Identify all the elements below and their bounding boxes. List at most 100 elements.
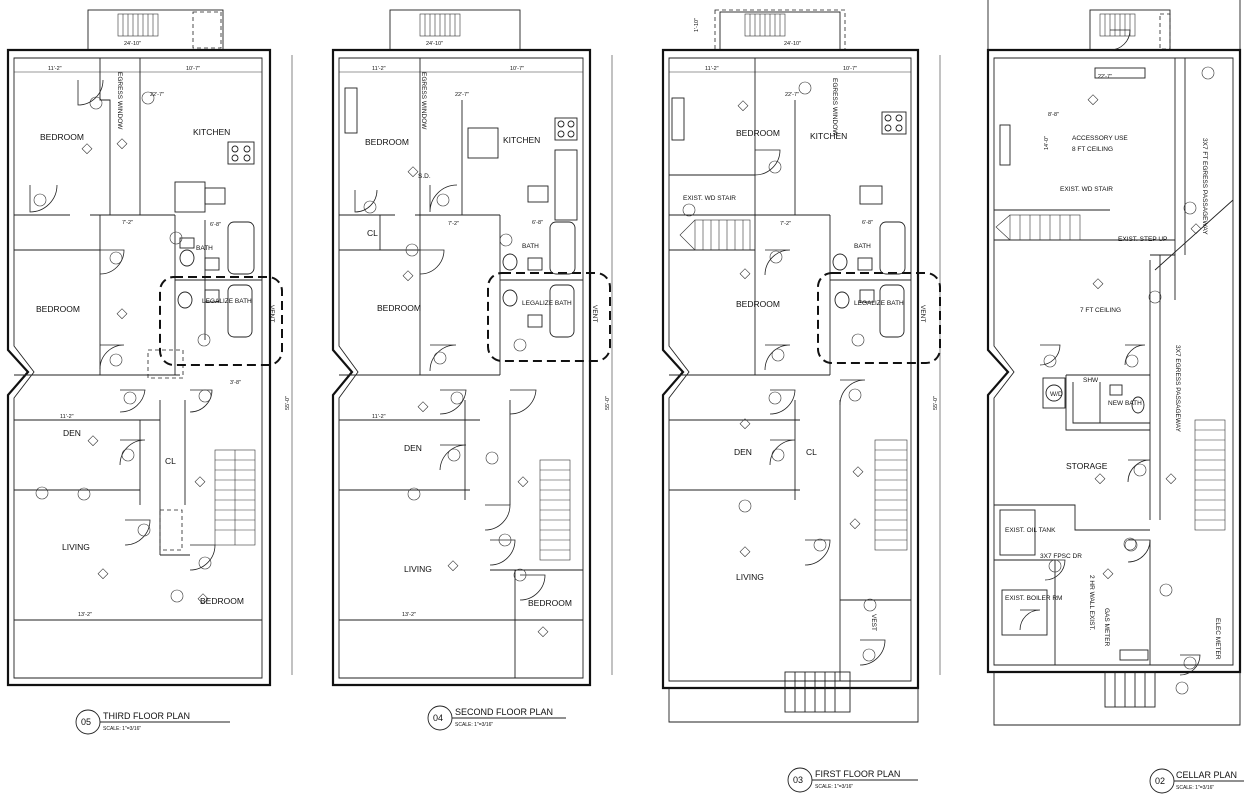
- bath-fixtures: [502, 221, 576, 338]
- room-ceiling-8: 8 FT CEILING: [1072, 146, 1113, 153]
- room-new-bath: NEW BATH: [1108, 400, 1142, 407]
- plan-title: THIRD FLOOR PLAN: [103, 711, 190, 721]
- legalize-bath-highlight: [487, 272, 611, 362]
- dim-bath-w: 6'-8": [210, 222, 221, 228]
- room-fpsc: 3X7 FPSC DR: [1040, 553, 1082, 560]
- exterior-wall: [6, 48, 272, 687]
- dim-top-b: 10'-7": [510, 66, 524, 72]
- vent-label: VENT: [268, 305, 275, 322]
- dim-hall: 7'-2": [780, 221, 791, 227]
- room-legalize-bath: LEGALIZE BATH: [202, 298, 252, 305]
- plan-number: 03: [793, 775, 803, 785]
- room-exist-stair: EXIST. WD STAIR: [683, 195, 736, 202]
- dim-kitchen-w: 22'-7": [785, 92, 799, 98]
- room-exist-step: EXIST. STEP UP: [1118, 236, 1167, 243]
- rear-deck: [87, 9, 224, 51]
- room-living: LIVING: [736, 572, 764, 582]
- front-areaway: [993, 671, 1241, 726]
- vent-label: VENT: [591, 305, 598, 322]
- room-den: DEN: [404, 443, 422, 453]
- dim-top: 22'-7": [1098, 74, 1112, 80]
- dim-top-a: 11'-2": [372, 66, 386, 72]
- exterior-wall: [331, 48, 592, 687]
- dim-bath-w: 6'-8": [532, 220, 543, 226]
- room-bedroom-mid: BEDROOM: [736, 299, 780, 309]
- plan-title: SECOND FLOOR PLAN: [455, 707, 553, 717]
- third-floor-plan: 24'-10" 11'-2" 10'-7" 22'-7" 55'-0": [6, 9, 293, 735]
- room-exist-stair: EXIST. WD STAIR: [1060, 186, 1113, 193]
- dim-rear-ext: 1'-10": [694, 18, 700, 32]
- main-stair: [539, 459, 571, 561]
- dim-overall: 55'-0": [605, 396, 611, 410]
- kitchen-fixtures: [671, 97, 907, 205]
- exist-stair: [679, 219, 751, 251]
- main-stair: [214, 449, 256, 546]
- plan-scale: SCALE: 1"=3/16": [103, 726, 141, 732]
- title-cellar: 02 CELLAR PLAN SCALE: 1"=3/16": [1149, 768, 1244, 794]
- room-elec-meter: ELEC METER: [1214, 618, 1221, 660]
- plan-scale: SCALE: 1"=3/16": [815, 784, 853, 790]
- plan-scale: SCALE: 1"=3/16": [1176, 785, 1214, 791]
- egress-window-label: EGRESS WINDOW: [420, 72, 427, 130]
- legalize-bath-highlight: [817, 272, 941, 364]
- dim-top-b: 10'-7": [843, 66, 857, 72]
- side-stair: [1194, 419, 1226, 531]
- room-living: LIVING: [404, 564, 432, 574]
- egress-window-label: EGRESS WINDOW: [831, 78, 838, 136]
- dim-overall: 55'-0": [933, 396, 939, 410]
- partitions: [14, 58, 262, 621]
- smoke-detectors: [402, 166, 549, 638]
- room-oil-tank: EXIST. OIL TANK: [1005, 527, 1056, 534]
- room-bedroom-front: BEDROOM: [200, 596, 244, 606]
- room-kitchen: KITCHEN: [193, 127, 230, 137]
- room-bedroom-rear: BEDROOM: [40, 132, 84, 142]
- dim-overall: 55'-0": [285, 396, 291, 410]
- room-storage: STORAGE: [1066, 461, 1108, 471]
- dim-hall: 7'-2": [448, 221, 459, 227]
- exterior-wall: [661, 48, 920, 690]
- room-legalize-bath: LEGALIZE BATH: [854, 300, 904, 307]
- front-stoop: [668, 671, 919, 723]
- door-swings: [754, 149, 886, 666]
- plan-number: 02: [1155, 776, 1165, 786]
- room-den: DEN: [734, 447, 752, 457]
- room-bath: BATH: [522, 243, 539, 250]
- plan-number: 05: [81, 717, 91, 727]
- room-accessory-use: ACCESSORY USE: [1072, 135, 1128, 142]
- title-first-floor: 03 FIRST FLOOR PLAN SCALE: 1"=3/16": [787, 767, 918, 793]
- room-bedroom-rear: BEDROOM: [736, 128, 780, 138]
- vent-label: VENT: [919, 305, 926, 322]
- room-bedroom-mid: BEDROOM: [377, 303, 421, 313]
- second-floor-plan: 24'-10" 11'-2" 10'-7" 22'-7" 55'-0": [331, 9, 613, 731]
- rear-stair: [117, 13, 159, 37]
- room-legalize-bath: LEGALIZE BATH: [522, 300, 572, 307]
- dim-step: 14'-0": [1044, 136, 1050, 150]
- sd-label: S.D.: [418, 173, 431, 180]
- rear-stair: [1099, 13, 1136, 37]
- legalize-bath-highlight: [159, 276, 283, 366]
- room-vest: VEST: [870, 614, 877, 631]
- room-wd: W/D: [1050, 391, 1063, 398]
- room-bath: BATH: [196, 245, 213, 252]
- room-gas-meter: GAS METER: [1103, 608, 1110, 647]
- door-swings: [1019, 29, 1201, 676]
- door-swings: [354, 184, 546, 601]
- room-den: DEN: [63, 428, 81, 438]
- rear-stair: [744, 13, 786, 37]
- room-living: LIVING: [62, 542, 90, 552]
- room-bedroom-rear: BEDROOM: [365, 137, 409, 147]
- room-bedroom-mid: BEDROOM: [36, 304, 80, 314]
- dim-kitchen-w: 22'-7": [150, 92, 164, 98]
- room-egress-side: 3X7 EGRESS PASSAGEWAY: [1174, 345, 1181, 433]
- room-ceiling-7: 7 FT CEILING: [1080, 307, 1121, 314]
- plan-scale: SCALE: 1"=3/16": [455, 722, 493, 728]
- plan-number: 04: [433, 713, 443, 723]
- kitchen-fixtures: [174, 141, 255, 213]
- door-tags: [33, 91, 212, 603]
- dim-top-b: 10'-7": [186, 66, 200, 72]
- smoke-detectors: [81, 138, 209, 605]
- partitions: [339, 58, 583, 678]
- partitions: [669, 58, 911, 681]
- room-bedroom-front: BEDROOM: [528, 598, 572, 608]
